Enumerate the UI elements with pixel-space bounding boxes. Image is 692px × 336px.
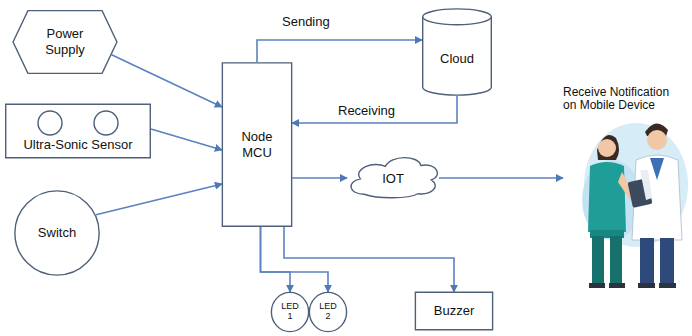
node-text: Cloud: [440, 51, 474, 67]
connector-arrow: [292, 96, 457, 123]
process-box: Node MCU: [222, 62, 292, 227]
scrubs: [588, 162, 626, 232]
connector-arrow: [284, 227, 454, 292]
transducer-circle: [94, 111, 118, 135]
backdrop-blob: [584, 123, 688, 247]
notification-target: Receive Notification on Mobile Device: [563, 86, 689, 292]
circle-shape: [271, 292, 308, 331]
node-text: LED 2: [317, 302, 339, 322]
head: [647, 130, 667, 150]
box-shape: [415, 292, 492, 330]
led-circle: LED 1: [271, 292, 309, 332]
led-circle: LED 2: [309, 292, 347, 332]
iot-cloud: IOT: [345, 152, 441, 200]
node-text: IOT: [382, 171, 404, 187]
leg: [592, 236, 604, 284]
arm: [640, 170, 652, 200]
connector-arrow: [261, 227, 329, 292]
node-text: Power Supply: [32, 26, 98, 57]
node-text: Switch: [38, 225, 76, 241]
node-text: Receive Notification on Mobile Device: [563, 86, 681, 112]
shoe: [659, 283, 676, 288]
box-shape: [6, 104, 151, 157]
connector-arrow: [439, 177, 563, 179]
connector-arrow: [112, 55, 222, 107]
connector-arrow: [261, 227, 291, 292]
shoe: [589, 283, 605, 288]
shirt: [650, 158, 664, 180]
cylinder-top: [423, 9, 492, 25]
hair: [597, 135, 619, 160]
cloud-cylinder: Cloud: [422, 8, 492, 96]
edge-label: Receiving: [338, 103, 395, 119]
node-text: LED 1: [279, 302, 301, 322]
leg: [640, 238, 654, 284]
shoe: [638, 283, 655, 288]
node-text: Node MCU: [231, 129, 283, 160]
leg: [610, 236, 622, 284]
head: [598, 139, 616, 157]
connector-arrow: [292, 177, 347, 179]
sensor-box: Ultra-Sonic Sensor: [5, 104, 151, 158]
edge-label: Sending: [282, 14, 330, 30]
circle-shape: [309, 292, 346, 331]
node-text: Buzzer: [434, 303, 474, 319]
shoe: [609, 283, 625, 288]
connector-arrow: [257, 40, 422, 62]
circle-shape: [15, 191, 99, 275]
cloud-shape: [351, 158, 437, 198]
connector-arrow: [96, 184, 222, 215]
switch-circle: Switch: [14, 190, 100, 276]
power-supply-hexagon: Power Supply: [12, 10, 118, 74]
cylinder-body: [423, 17, 492, 95]
node-text: Ultra-Sonic Sensor: [23, 137, 132, 153]
leg: [660, 238, 674, 284]
connector-arrow: [151, 129, 222, 150]
box-shape: [222, 63, 291, 226]
transducer-circle: [38, 111, 62, 135]
hexagon-shape: [13, 11, 117, 74]
buzzer-box: Buzzer: [415, 292, 493, 330]
